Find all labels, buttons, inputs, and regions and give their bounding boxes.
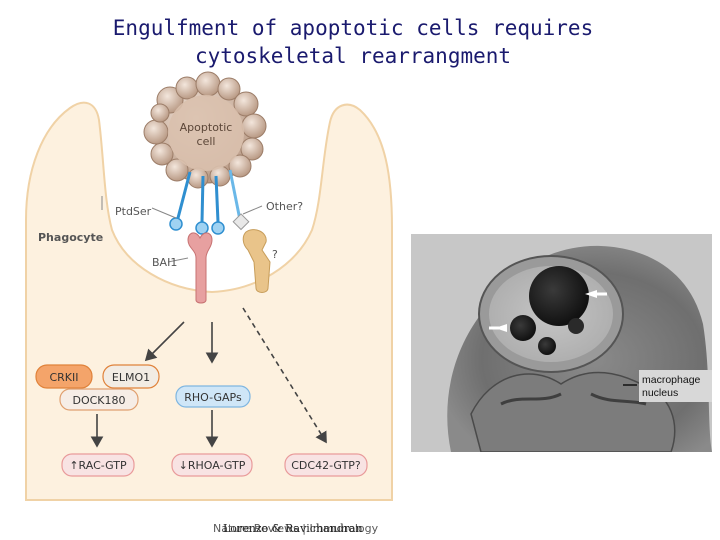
rac-gtp-node [61, 453, 135, 477]
question-label: ? [272, 248, 278, 261]
nucleus-label: nucleus [642, 387, 678, 399]
micrograph-image: macrophage nucleus [411, 234, 712, 452]
other-label: Other? [266, 200, 303, 213]
dock180-label: DOCK180 [72, 394, 125, 407]
arrow-to-crkii [144, 321, 185, 362]
dock180-node [59, 388, 139, 411]
rho-gaps-node [175, 385, 251, 408]
crkii-node [35, 364, 93, 389]
title-line-2: cytoskeletal rearrangment [194, 44, 512, 68]
rhoa-gtp-label: ↓RHOA-GTP [179, 459, 246, 472]
other-receptor [242, 229, 271, 293]
cdc42-gtp-label: CDC42-GTP? [291, 459, 361, 472]
apoptotic-cell-label-line1: Apoptotic [180, 121, 233, 134]
ptdser-ligands [169, 171, 225, 235]
ptdser-label: PtdSer [115, 205, 152, 218]
journal-credit: Nature Reviews | Immunology [213, 522, 379, 535]
rhoa-gtp-node [171, 453, 253, 477]
apoptotic-cell-label-line2: cell [197, 135, 216, 148]
credit-line: Nature Reviews | Immunology Lorenzo & Ra… [213, 522, 378, 535]
rho-gaps-label: RHO-GAPs [184, 391, 242, 404]
author-credit: Lorenzo & Ravichandran [223, 522, 363, 535]
title-line-1: Engulfment of apoptotic cells requires [112, 16, 594, 40]
elmo1-node [102, 364, 160, 389]
crkii-label: CRKII [49, 371, 78, 384]
slide-title: Engulfment of apoptotic cells requires c… [0, 14, 706, 70]
other-ligand [228, 169, 250, 231]
electron-micrograph: macrophage nucleus [411, 234, 712, 452]
rac-gtp-label: ↑RAC-GTP [69, 459, 127, 472]
elmo1-label: ELMO1 [112, 371, 150, 384]
macrophage-label: macrophage [642, 374, 701, 386]
cdc42-gtp-node [284, 453, 368, 477]
apoptotic-cell [143, 71, 267, 189]
phagocyte-label: Phagocyte [38, 231, 103, 244]
bai1-receptor [187, 232, 213, 304]
bai1-label: BAI1 [152, 256, 177, 269]
